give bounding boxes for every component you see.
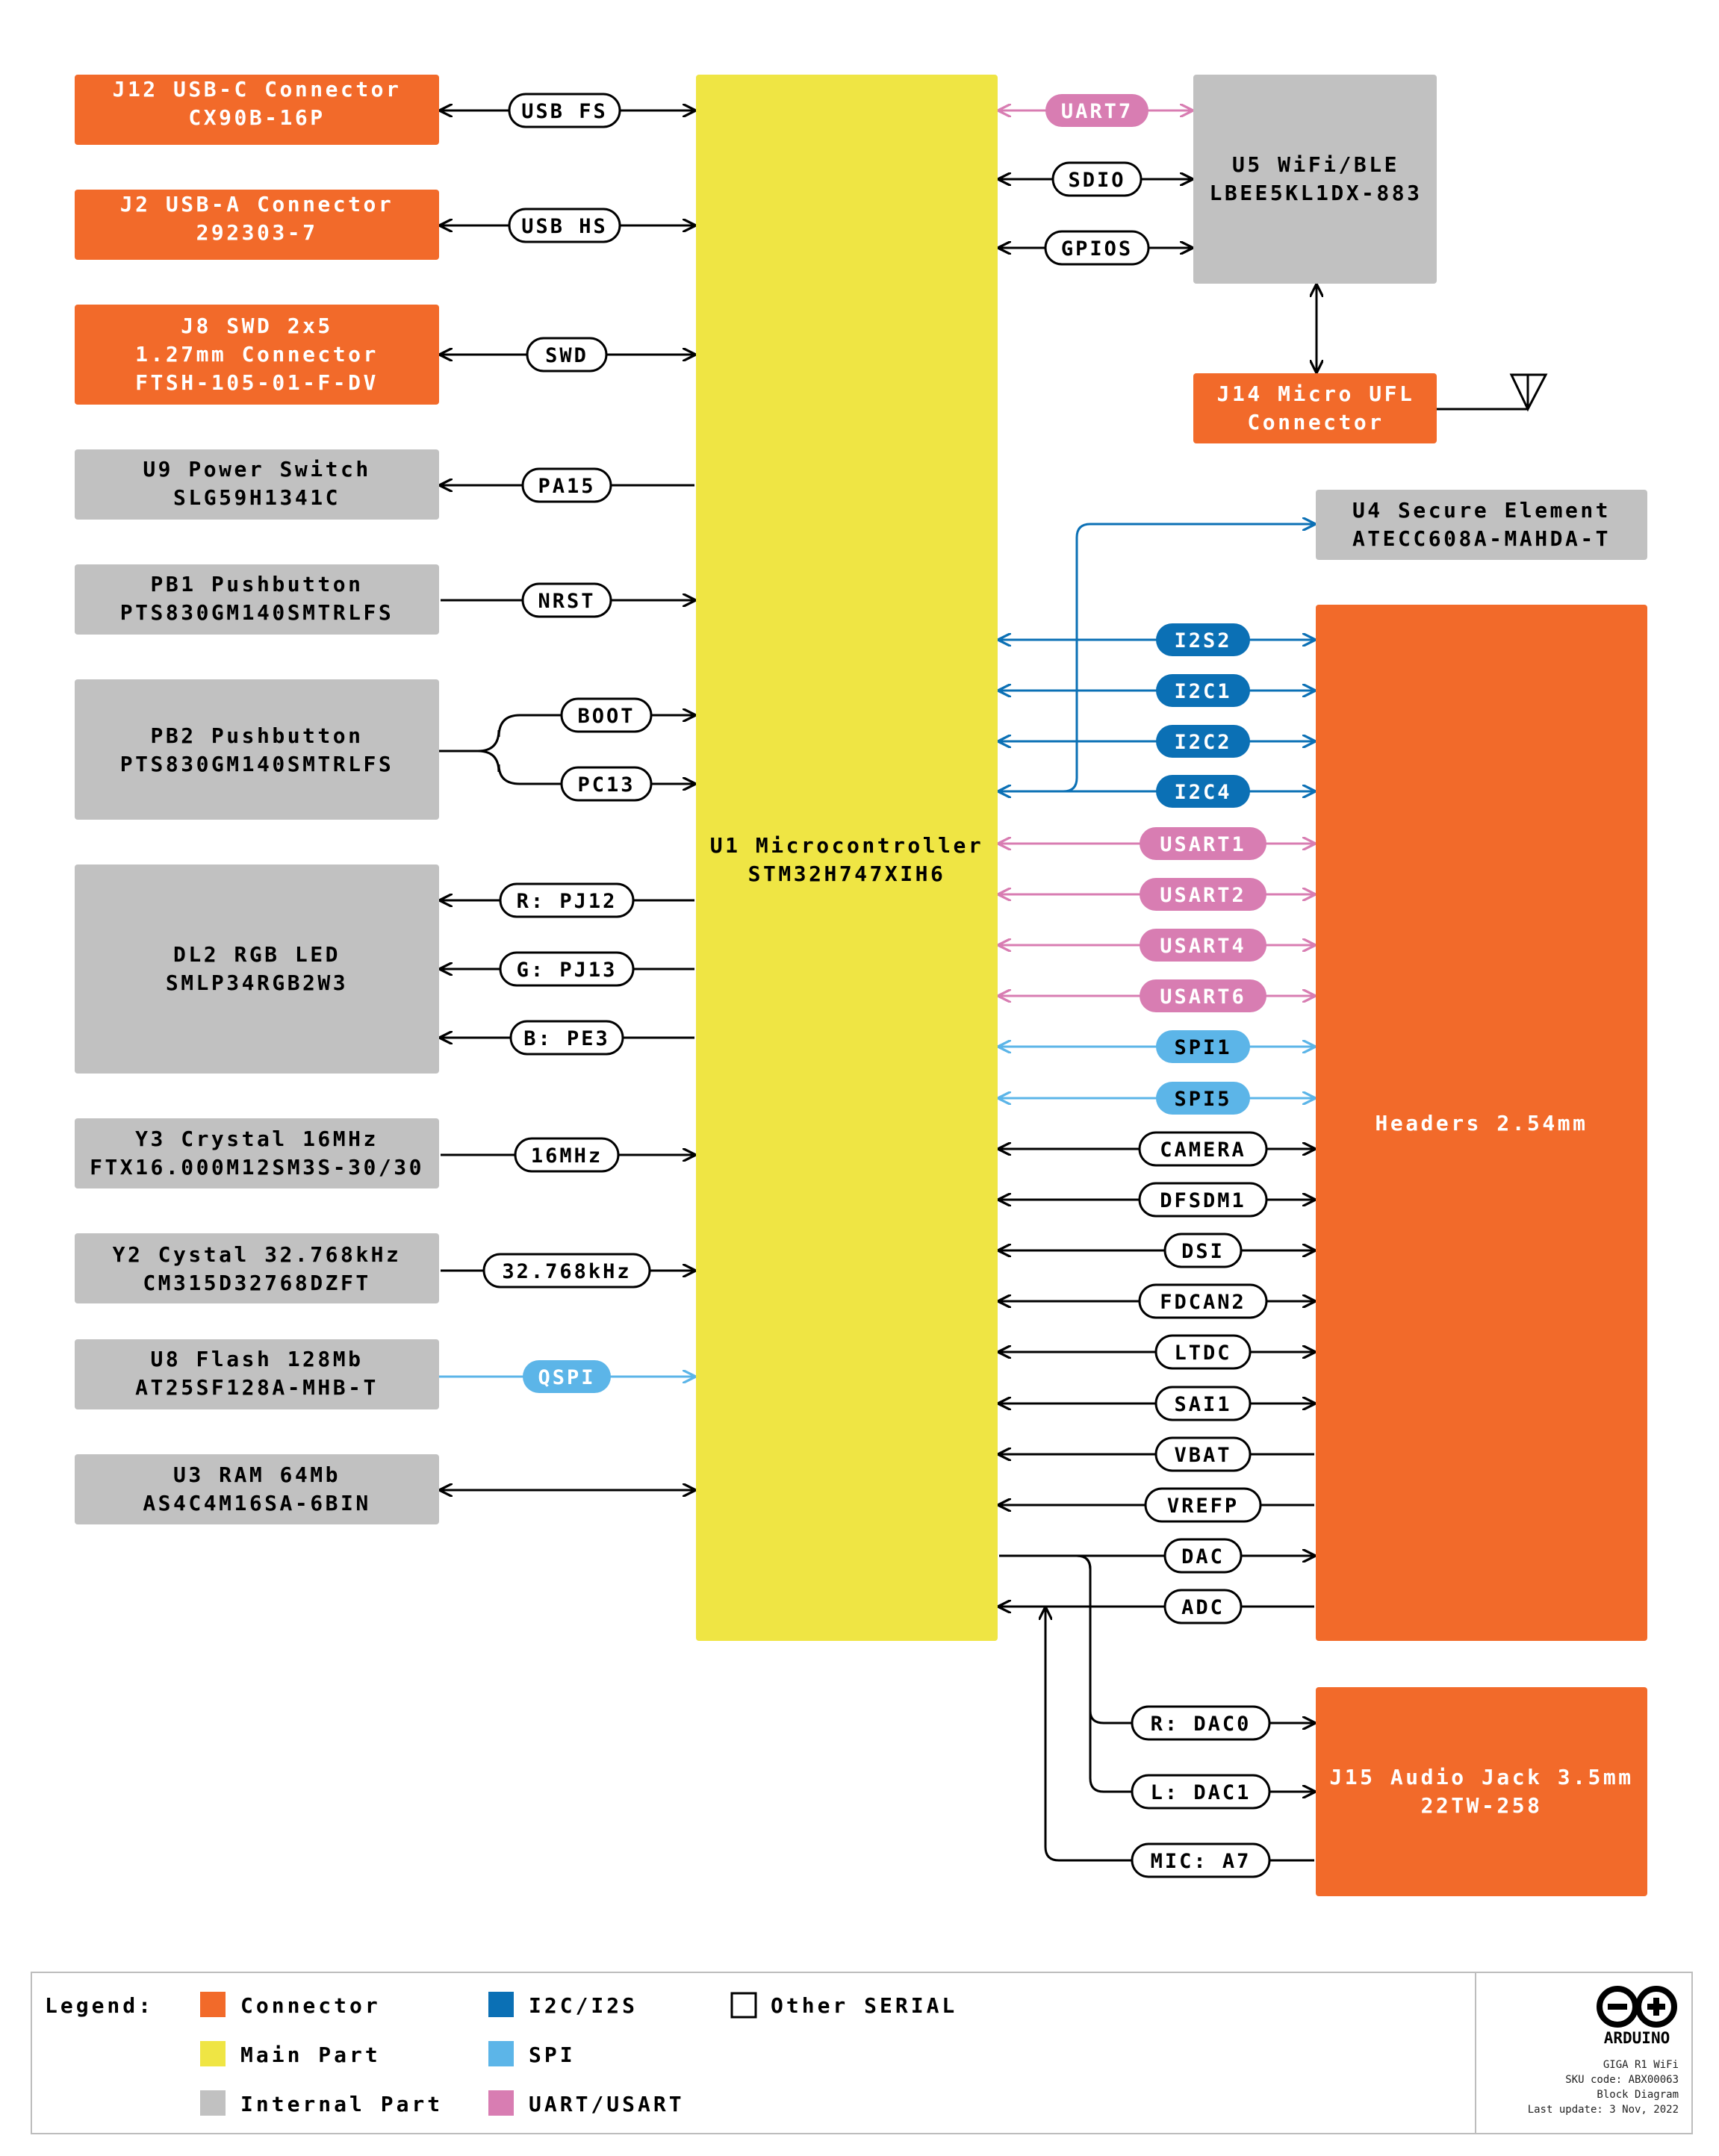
block-j15: [1316, 1687, 1647, 1896]
block-j12: [75, 75, 439, 145]
block-j8: [75, 305, 439, 405]
signal-i2s2: I2S2: [1174, 629, 1231, 652]
footer-sku: SKU code: ABX00063: [1565, 2074, 1679, 2086]
signal-spi5: SPI5: [1174, 1088, 1231, 1111]
block-headers-text: Headers 2.54mm: [1375, 1111, 1588, 1135]
signal-i2c1: I2C1: [1174, 680, 1231, 703]
signal-32khz: 32.768kHz: [502, 1260, 631, 1283]
legend-connector: Connector: [240, 1993, 381, 2018]
legend-main-part: Main Part: [240, 2043, 381, 2067]
signal-dac0: R: DAC0: [1151, 1713, 1252, 1736]
signal-16mhz: 16MHz: [531, 1144, 603, 1168]
block-j14: [1193, 373, 1437, 443]
legend: Legend: Connector Main Part Internal Par…: [31, 1972, 1693, 2134]
block-u4: [1316, 490, 1647, 560]
signal-boot: BOOT: [577, 705, 635, 728]
signal-pc13: PC13: [577, 773, 635, 797]
legend-internal-part: Internal Part: [240, 2092, 443, 2116]
signal-pj13: G: PJ13: [517, 959, 618, 982]
signal-dac1: L: DAC1: [1151, 1781, 1252, 1804]
legend-spi: SPI: [529, 2043, 576, 2067]
block-u1-mcu: [696, 75, 998, 1641]
signal-labels: USB FS USB HS SWD PA15 NRST BOOT PC13 R:…: [482, 93, 1271, 1878]
legend-title: Legend:: [45, 1993, 154, 2018]
signal-usb-hs: USB HS: [521, 215, 608, 238]
footer-product: GIGA R1 WiFi: [1603, 2059, 1679, 2071]
signal-camera: CAMERA: [1160, 1138, 1246, 1162]
signal-sai1: SAI1: [1174, 1393, 1231, 1416]
signal-usart4: USART4: [1160, 935, 1246, 958]
footer-updated: Last update: 3 Nov, 2022: [1528, 2104, 1679, 2116]
signal-dfsdm1: DFSDM1: [1160, 1189, 1246, 1212]
legend-swatch-uart: [488, 2090, 514, 2116]
signal-uart7: UART7: [1061, 100, 1133, 123]
signal-swd: SWD: [545, 344, 588, 367]
signal-pa15: PA15: [538, 475, 595, 498]
signal-vbat: VBAT: [1174, 1444, 1231, 1467]
signal-ltdc: LTDC: [1174, 1342, 1231, 1365]
footer-brand: ARDUINO: [1604, 2029, 1670, 2047]
signal-nrst: NRST: [538, 590, 595, 613]
signal-adc: ADC: [1181, 1596, 1225, 1619]
block-headers: [1316, 605, 1647, 1641]
legend-swatch-main: [200, 2041, 226, 2066]
signal-pe3: B: PE3: [523, 1027, 610, 1050]
block-y3: [75, 1118, 439, 1188]
signal-sdio: SDIO: [1068, 169, 1125, 192]
legend-swatch-internal: [200, 2090, 226, 2116]
signal-usart1: USART1: [1160, 833, 1246, 856]
signal-usart6: USART6: [1160, 985, 1246, 1009]
signal-gpios: GPIOS: [1061, 237, 1133, 261]
signal-usart2: USART2: [1160, 884, 1246, 907]
signal-i2c4: I2C4: [1174, 781, 1231, 804]
arduino-logo-icon: [1597, 1986, 1677, 2028]
legend-uart-usart: UART/USART: [529, 2092, 685, 2116]
block-u3: [75, 1454, 439, 1524]
legend-other-serial: Other SERIAL: [771, 1993, 957, 2018]
block-pb1: [75, 564, 439, 635]
signal-a7: MIC: A7: [1151, 1850, 1252, 1873]
signal-dac: DAC: [1181, 1545, 1225, 1568]
signal-qspi: QSPI: [538, 1366, 595, 1389]
block-j2: [75, 190, 439, 260]
legend-i2c-i2s: I2C/I2S: [529, 1993, 638, 2018]
block-u8: [75, 1339, 439, 1409]
signal-spi1: SPI1: [1174, 1036, 1231, 1059]
block-u5-wifi: [1193, 75, 1437, 284]
footer-doc: Block Diagram: [1597, 2089, 1679, 2101]
signal-vrefp: VREFP: [1167, 1495, 1239, 1518]
signal-dsi: DSI: [1181, 1240, 1225, 1263]
signal-pj12: R: PJ12: [517, 890, 618, 913]
block-dl2: [75, 864, 439, 1074]
block-y2: [75, 1233, 439, 1303]
signal-fdcan2: FDCAN2: [1160, 1291, 1246, 1314]
block-pb2: [75, 679, 439, 820]
signal-i2c2: I2C2: [1174, 731, 1231, 754]
legend-swatch-spi: [488, 2041, 514, 2066]
legend-swatch-connector: [200, 1992, 226, 2017]
legend-swatch-i2c: [488, 1992, 514, 2017]
signal-usb-fs: USB FS: [521, 100, 608, 123]
legend-swatch-other: [730, 1992, 757, 2019]
block-u9: [75, 449, 439, 520]
